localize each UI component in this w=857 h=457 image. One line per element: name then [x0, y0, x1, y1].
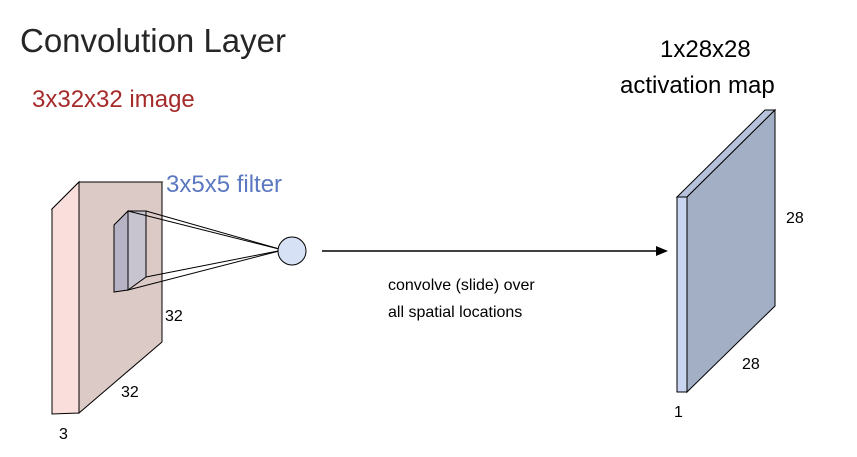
output-width-label: 28 — [742, 356, 760, 373]
input-height-label: 32 — [165, 308, 183, 325]
activation-map-front-face — [676, 196, 688, 393]
input-label: 3x32x32 image — [32, 86, 195, 113]
output-depth-label: 1 — [674, 404, 683, 421]
page-title: Convolution Layer — [20, 22, 286, 59]
convolve-arrow — [322, 246, 668, 256]
filter-front-face — [113, 209, 129, 293]
projection-lines — [127, 210, 284, 291]
activation-map — [675, 108, 777, 394]
output-label-line-1: 1x28x28 — [660, 36, 751, 63]
filter-side-face — [127, 210, 147, 291]
projection-line — [145, 249, 284, 278]
projection-line — [127, 249, 284, 291]
projection-line — [145, 210, 284, 251]
arrowhead — [656, 246, 668, 256]
neuron-dot — [277, 236, 307, 266]
output-height-label: 28 — [786, 210, 804, 227]
projection-line — [127, 210, 284, 251]
output-label-line-2: activation map — [620, 72, 775, 99]
operation-line-2: all spatial locations — [388, 304, 523, 321]
input-volume-front-face — [51, 180, 80, 415]
filter-label: 3x5x5 filter — [166, 171, 283, 198]
input-width-label: 32 — [121, 384, 139, 401]
input-depth-label: 3 — [59, 426, 68, 443]
operation-line-1: convolve (slide) over — [388, 277, 535, 294]
filter-box — [113, 209, 147, 293]
